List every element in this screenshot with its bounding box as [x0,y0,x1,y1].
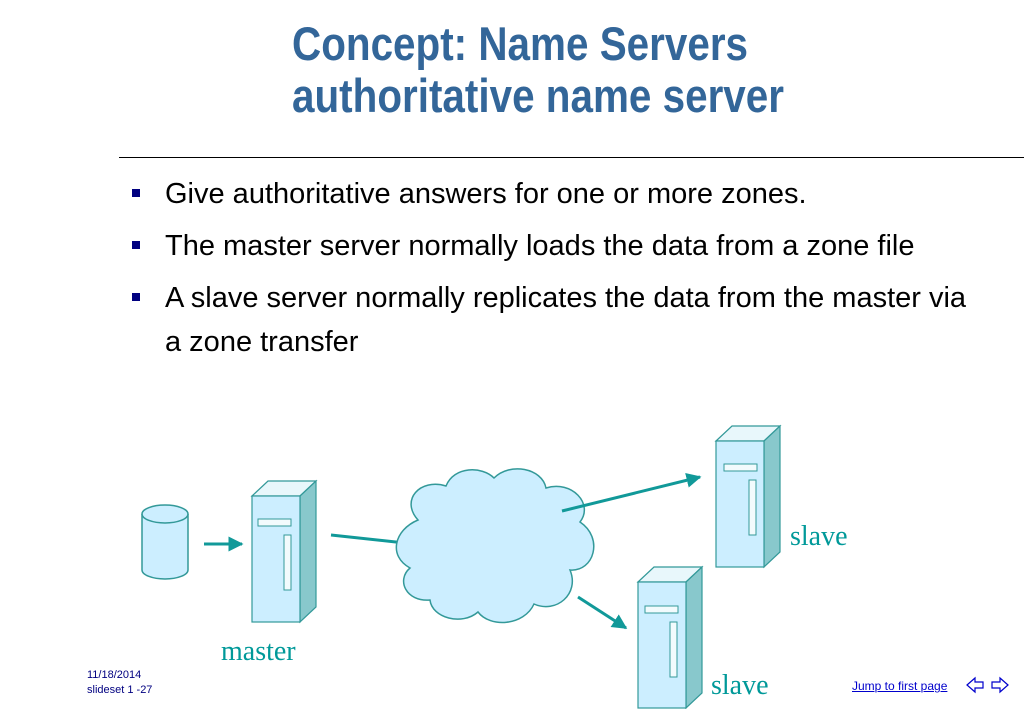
slave-server-icon [636,565,704,709]
bullet-square-icon [132,293,140,301]
bullet-item: The master server normally loads the dat… [130,224,990,268]
bullet-square-icon [132,241,140,249]
bullet-text: A slave server normally replicates the d… [165,282,967,358]
master-server-icon [250,479,318,624]
slave-bottom-label: slave [711,670,769,701]
title-divider [119,157,1024,158]
arrow-cloud-to-slave-top [561,472,702,513]
slave-server-icon [714,424,782,569]
arrow-cloud-to-slave-bottom [577,595,628,630]
master-label: master [221,636,296,667]
bullet-item: A slave server normally replicates the d… [130,276,990,364]
database-icon [141,504,189,580]
bullet-square-icon [132,189,140,197]
jump-to-first-page-link[interactable]: Jump to first page [852,679,948,693]
bullet-item: Give authoritative answers for one or mo… [130,172,990,216]
title-line-1: Concept: Name Servers [292,17,749,70]
bullet-list: Give authoritative answers for one or mo… [130,172,990,372]
footer-slideset: slideset 1 -27 [87,684,153,696]
cloud-icon [395,468,595,624]
footer-date: 11/18/2014 [87,669,142,681]
title-line-2: authoritative name server [292,69,784,122]
slave-top-label: slave [790,521,848,552]
previous-page-icon[interactable] [966,676,984,694]
bullet-text: Give authoritative answers for one or mo… [165,178,807,210]
slide-title: Concept: Name Servers authoritative name… [292,18,784,122]
next-page-icon[interactable] [991,676,1009,694]
bullet-text: The master server normally loads the dat… [165,230,915,262]
